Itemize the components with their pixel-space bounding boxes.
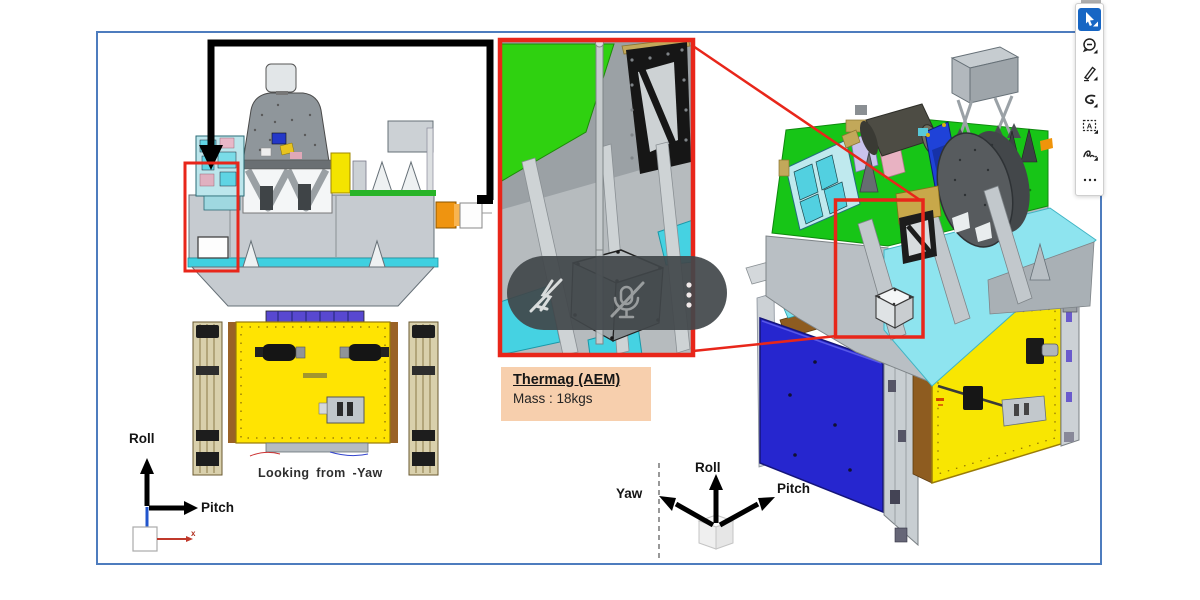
left-rail [192, 321, 223, 476]
thermag-mass: Mass : 18kgs [513, 391, 593, 406]
left-pitch-label: Pitch [201, 500, 235, 515]
right-axes-triad [658, 463, 775, 560]
zoom-leader-lines [692, 44, 921, 353]
thermag-title: Thermag (AEM) [513, 372, 621, 388]
text-tool[interactable]: A [1078, 115, 1101, 138]
thermag-annotation: Thermag (AEM) Mass : 18kgs [501, 367, 651, 421]
origin-x-axis-label: x [191, 529, 196, 538]
highlight-box-left [183, 161, 240, 273]
left-roll-label: Roll [129, 431, 155, 446]
comment-icon [1082, 38, 1097, 54]
svg-text:A: A [1086, 122, 1092, 131]
toolbar-handle[interactable] [1081, 0, 1101, 4]
thermag-box-right-view [874, 287, 915, 329]
left-view-caption: Looking from -Yaw [258, 466, 383, 480]
right-yaw-label: Yaw [616, 486, 643, 501]
textbox-icon: A [1082, 120, 1098, 135]
signature-tool[interactable] [1078, 142, 1101, 165]
right-roll-label: Roll [695, 460, 721, 475]
lasso-icon [1084, 94, 1097, 108]
select-tool[interactable] [1078, 8, 1101, 31]
mic-off-icon[interactable] [610, 281, 645, 319]
highlight-box-right [833, 198, 925, 339]
pen-tool[interactable] [1078, 61, 1101, 84]
more-icon [1083, 178, 1096, 181]
more-tools[interactable] [1078, 168, 1101, 191]
right-isometric-view [745, 46, 1097, 547]
lasso-tool[interactable] [1078, 88, 1101, 111]
annotation-toolbar: A [1075, 3, 1104, 196]
left-orthographic-view [187, 63, 492, 476]
comment-tool[interactable] [1078, 35, 1101, 58]
stylus-off-icon[interactable] [529, 278, 563, 313]
right-pitch-label: Pitch [777, 481, 811, 496]
pen-icon [1083, 66, 1097, 81]
callout-leader-line [199, 39, 494, 204]
signature-icon [1082, 150, 1098, 161]
right-rail [408, 321, 439, 476]
inset-border [497, 37, 696, 358]
left-axes-triad [132, 458, 198, 552]
more-options-icon[interactable] [686, 282, 692, 308]
cursor-icon [1085, 12, 1098, 27]
media-control-overlay[interactable] [507, 256, 727, 330]
